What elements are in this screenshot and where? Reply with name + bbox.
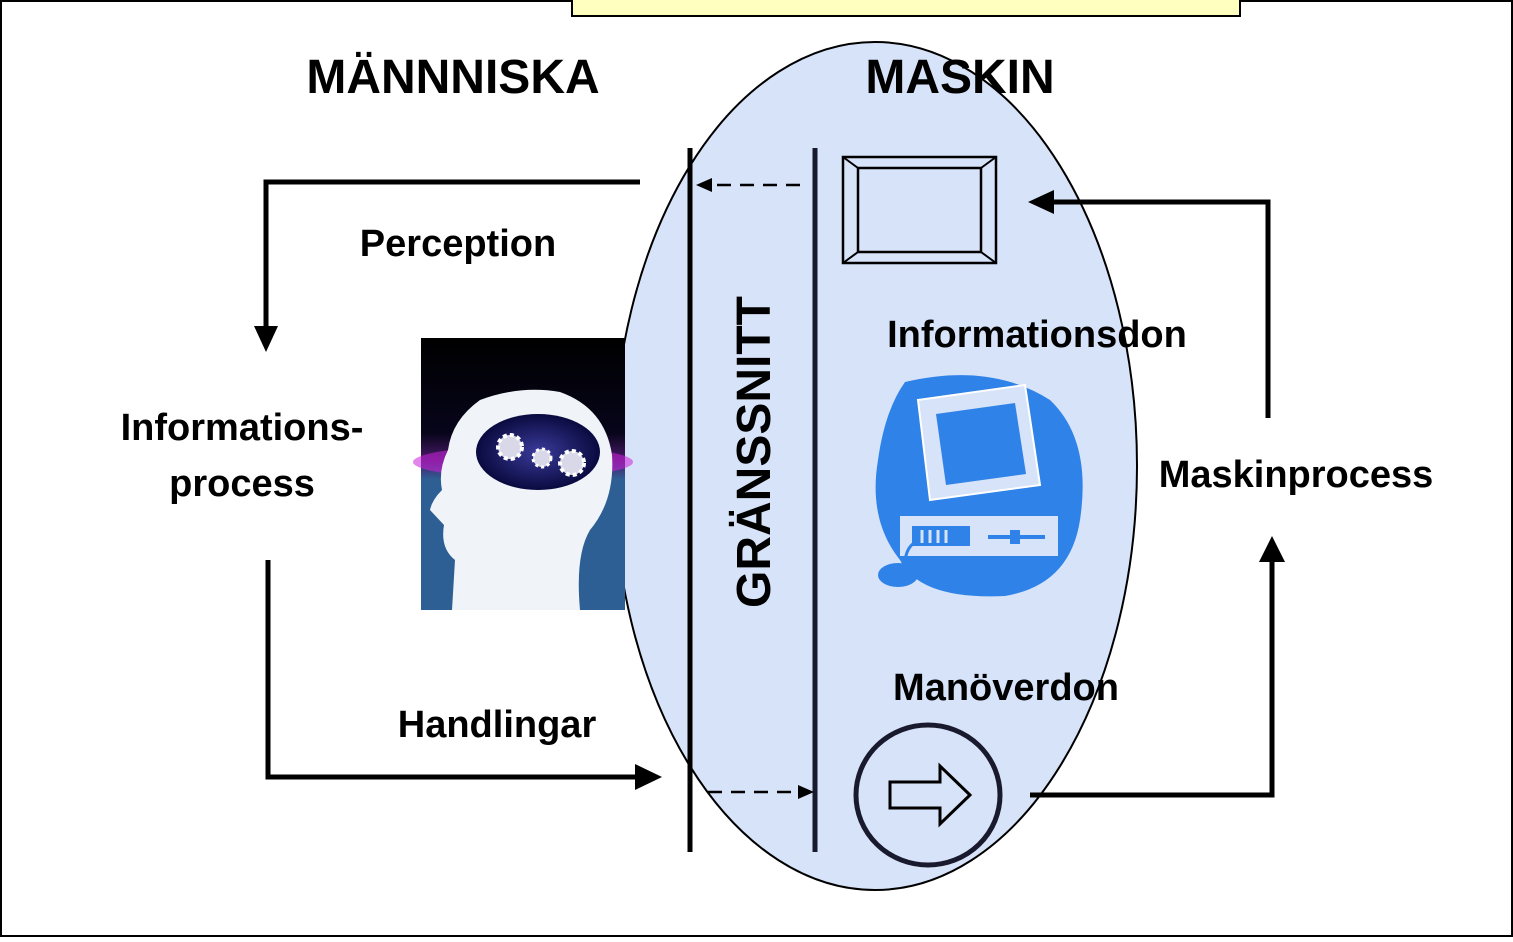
display-to-interface-dashed-arrow	[696, 178, 800, 192]
display-frame-icon	[841, 155, 998, 265]
head-with-gears-icon	[413, 338, 633, 610]
control-arrow-button-icon	[853, 722, 1003, 868]
machine-process-label: Maskinprocess	[1159, 454, 1434, 496]
info-process-line2: process	[169, 463, 315, 505]
info-process-line1: Informations-	[121, 407, 364, 449]
machine-heading: MASKIN	[865, 51, 1054, 104]
human-heading: MÄNNNISKA	[306, 51, 599, 104]
actions-arrow	[265, 560, 662, 790]
perception-label: Perception	[360, 223, 556, 265]
perception-arrow	[254, 179, 640, 352]
machine-process-arrow	[1028, 190, 1285, 798]
interface-to-control-dashed-arrow	[708, 785, 814, 799]
title-box	[571, 0, 1241, 17]
control-label: Manöverdon	[893, 667, 1119, 709]
interface-label: GRÄNSSNITT	[728, 296, 781, 608]
actions-label: Handlingar	[398, 704, 597, 746]
computer-icon	[875, 375, 1083, 597]
display-label: Informationsdon	[887, 314, 1187, 356]
